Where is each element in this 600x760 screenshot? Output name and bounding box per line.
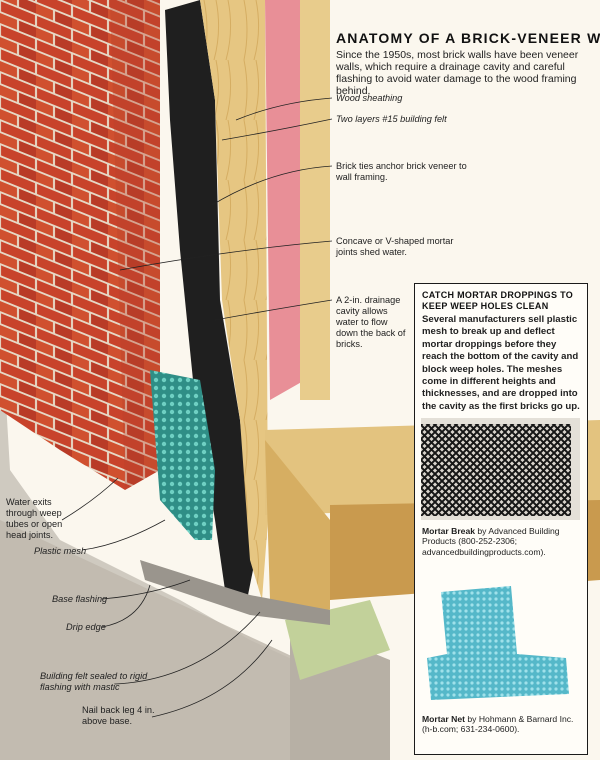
label-water-exits: Water exits through weep tubes or open h… [6,497,63,540]
label-brick-ties: Brick ties anchor brick veneer to wall f… [336,161,467,182]
plastic-mesh [150,370,215,540]
sidebar-body: Several manufacturers sell plastic mesh … [422,314,580,412]
label-drainage-cavity: A 2-in. drainage cavity allows water to … [336,295,406,349]
footing [0,520,380,760]
insulation [265,0,305,400]
brick-veneer [0,0,160,490]
mortar-break-name: Mortar Break [422,526,476,536]
sidebar-mortar-droppings: CATCH MORTAR DROPPINGS TO KEEP WEEP HOLE… [414,283,588,755]
label-base-flashing: Base flashing [52,594,108,604]
mortar-net-details: by Hohmann & Barnard Inc. (h-b.com; 631-… [422,714,574,735]
label-felt-sealed: Building felt sealed to rigid flashing w… [40,671,148,692]
label-mortar-joints: Concave or V-shaped mortar joints shed w… [336,236,454,257]
mortar-break-caption: Mortar Break by Advanced Building Produc… [422,526,582,557]
wall-stud [300,0,330,400]
leader-lines [61,97,333,718]
building-felt [165,0,255,610]
brick-edge [110,0,160,490]
rim-joist [265,440,330,620]
mortar-break-details: by Advanced Building Products (800-252-2… [422,526,560,557]
label-plastic-mesh: Plastic mesh [34,546,87,556]
label-wood-sheathing: Wood sheathing [336,93,403,103]
diagram-title: ANATOMY OF A BRICK-VENEER WALL [336,30,600,46]
label-drip-edge: Drip edge [66,622,106,632]
label-nail-back: Nail back leg 4 in. above base. [82,705,155,726]
mortar-break-photo [421,418,580,520]
label-building-felt: Two layers #15 building felt [336,114,447,124]
base-flashing [140,560,330,625]
sidebar-heading: CATCH MORTAR DROPPINGS TO KEEP WEEP HOLE… [422,290,573,311]
mortar-net-name: Mortar Net [422,714,465,724]
intro-text: Since the 1950s, most brick walls have b… [336,49,579,97]
wood-sheathing [200,0,268,600]
mortar-net-photo [421,584,580,706]
mortar-net-caption: Mortar Net by Hohmann & Barnard Inc. (h-… [422,714,582,735]
